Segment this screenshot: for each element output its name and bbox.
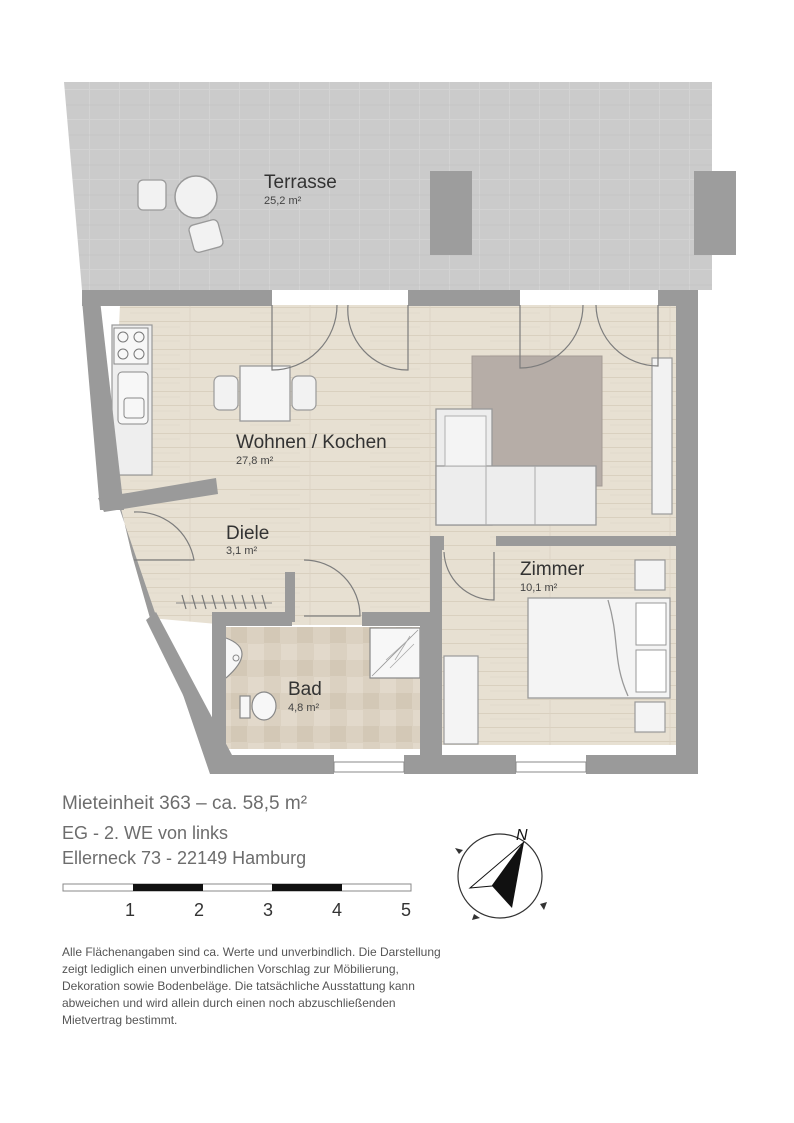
terrace-pillar-left (430, 171, 472, 255)
disclaimer-line: zeigt lediglich einen unverbindlichen Vo… (62, 962, 399, 976)
terrace-table (174, 175, 218, 219)
floor-info: EG - 2. WE von links (62, 823, 229, 843)
bedroom-area: 10,1 m² (520, 582, 558, 594)
scale-bar (62, 883, 412, 892)
unit-title: Mieteinheit 363 – ca. 58,5 m² (62, 793, 308, 814)
terrace-area: 25,2 m² (264, 195, 302, 207)
bath-label: Bad (288, 679, 322, 700)
toilet (239, 691, 277, 721)
sofa (435, 408, 597, 526)
bed (527, 559, 671, 733)
north-arrow-icon: N (455, 827, 547, 920)
kitchen-counter (111, 324, 153, 476)
floor-plan: Terrasse 25,2 m² (64, 82, 736, 774)
doors (133, 304, 659, 617)
disclaimer-line: Alle Flächenangaben sind ca. Werte und u… (62, 945, 441, 959)
walls (82, 290, 698, 774)
hall-label: Diele (226, 523, 269, 544)
living-area: 27,8 m² (236, 455, 274, 467)
desk (443, 655, 479, 745)
scale-label: 3 (262, 900, 273, 920)
nightstand (634, 559, 666, 591)
scale-label: 1 (124, 900, 135, 920)
coat-rack (176, 594, 272, 610)
disclaimer: Alle Flächenangaben sind ca. Werte und u… (62, 944, 532, 1029)
scale-label: 2 (193, 900, 204, 920)
dining-table (213, 365, 317, 422)
compass-north-label: N (516, 827, 528, 844)
scale-label: 5 (400, 900, 411, 920)
disclaimer-line: Mietvertrag bestimmt. (62, 1013, 178, 1027)
bedroom-label: Zimmer (520, 559, 585, 580)
address: Ellerneck 73 - 22149 Hamburg (62, 848, 307, 868)
disclaimer-line: Dekoration sowie Bodenbeläge. Die tatsäc… (62, 979, 415, 993)
scale-label: 4 (331, 900, 342, 920)
terrace-label: Terrasse (264, 172, 337, 193)
washbasin (225, 637, 243, 679)
hall-area: 3,1 m² (226, 545, 258, 557)
windows (333, 761, 587, 773)
terrace-chair (137, 179, 167, 211)
terrace: Terrasse 25,2 m² (64, 82, 736, 290)
shower (369, 627, 421, 679)
living-label: Wohnen / Kochen (236, 432, 387, 453)
nightstand (634, 701, 666, 733)
disclaimer-line: abweichen und wird allein durch einen no… (62, 996, 396, 1010)
terrace-pillar-right (694, 171, 736, 255)
rug (471, 355, 603, 487)
terrace-chair (188, 219, 224, 253)
sideboard (651, 357, 673, 515)
bath-area: 4,8 m² (288, 702, 320, 714)
